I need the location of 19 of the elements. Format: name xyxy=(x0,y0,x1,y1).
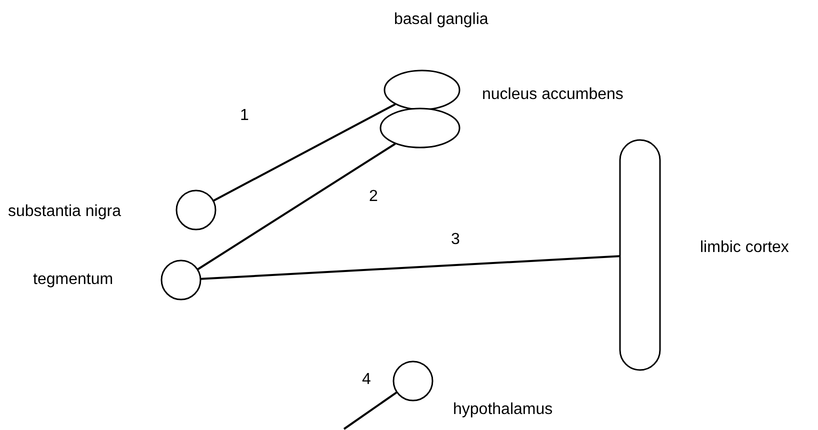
edge-label: 1 xyxy=(240,106,249,126)
connector-line xyxy=(343,392,398,430)
connector-line xyxy=(200,255,620,280)
circle-node xyxy=(392,360,434,402)
edge-label: 3 xyxy=(451,230,460,250)
node-label: substantia nigra xyxy=(8,202,121,222)
node-label: nucleus accumbens xyxy=(482,85,624,104)
ellipse-node xyxy=(383,69,461,111)
rounded-bar-node xyxy=(619,139,661,371)
circle-node xyxy=(175,189,217,231)
node-label: tegmentum xyxy=(33,270,114,290)
connector-line xyxy=(197,142,396,270)
edge-label: 2 xyxy=(369,187,378,206)
edge-label: 4 xyxy=(362,370,371,390)
node-label: limbic cortex xyxy=(700,238,789,258)
circle-node xyxy=(160,259,202,301)
ellipse-node xyxy=(379,107,461,149)
node-label: hypothalamus xyxy=(453,400,553,420)
node-label: basal ganglia xyxy=(394,10,488,30)
